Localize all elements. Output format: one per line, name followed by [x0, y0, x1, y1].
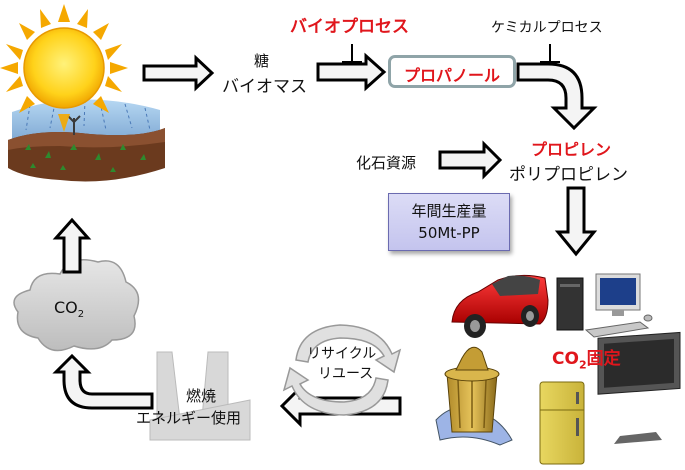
cloud-co2-prefix: CO: [54, 298, 78, 317]
propanol-box: プロパノール: [388, 55, 516, 88]
arrow-polypropylene-down: [554, 186, 598, 257]
combustion-label: 燃焼: [186, 387, 217, 405]
co2-fixation-prefix: CO: [552, 349, 579, 369]
biomass-label: バイオマス: [222, 77, 307, 97]
bioprocess-label: バイオプロセス: [290, 17, 409, 37]
car-image: [451, 274, 549, 338]
arrow-combustion-to-cloud: [52, 353, 154, 410]
chemical-process-marker: [540, 44, 560, 63]
annual-production-line1: 年間生産量: [411, 202, 487, 220]
propylene-label: プロピレン: [531, 140, 612, 159]
computer-image: [556, 273, 653, 338]
arrow-cloud-to-sun: [52, 217, 92, 274]
co2-fixation-subscript: 2: [578, 358, 587, 372]
propanol-label: プロパノール: [403, 66, 500, 85]
trash-can-image: [435, 346, 513, 446]
fossil-resources-label: 化石資源: [356, 154, 417, 172]
arrow-propanol-to-propylene: [516, 62, 598, 131]
annual-production-box: 年間生産量 50Mt-PP: [388, 193, 510, 251]
recycle-label: リサイクル: [307, 346, 377, 362]
co2-fixation-suffix: 固定: [586, 349, 621, 369]
reuse-label: リユース: [318, 366, 374, 382]
energy-use-label: エネルギー使用: [136, 409, 242, 427]
fridge-image: [539, 381, 585, 465]
arrow-biomass-to-propanol: [316, 52, 387, 92]
arrow-fossil-to-polypropylene: [438, 140, 503, 180]
annual-production-line2: 50Mt-PP: [418, 224, 480, 242]
factory-image: [149, 351, 251, 441]
arrow-sun-to-biomass: [142, 54, 215, 92]
bioprocess-marker: [342, 44, 362, 63]
tv-image: [597, 331, 681, 444]
sun-field-illustration: [0, 4, 165, 182]
co2-fixation-label: CO2固定: [552, 344, 621, 371]
sugar-label: 糖: [254, 52, 270, 70]
polypropylene-label: ポリプロピレン: [509, 165, 628, 185]
cloud-co2-subscript: 2: [77, 309, 85, 321]
recycle-arrows-image: [282, 324, 402, 416]
chemical-process-label: ケミカルプロセス: [491, 20, 603, 36]
cloud-co2-label: CO2: [54, 298, 84, 320]
